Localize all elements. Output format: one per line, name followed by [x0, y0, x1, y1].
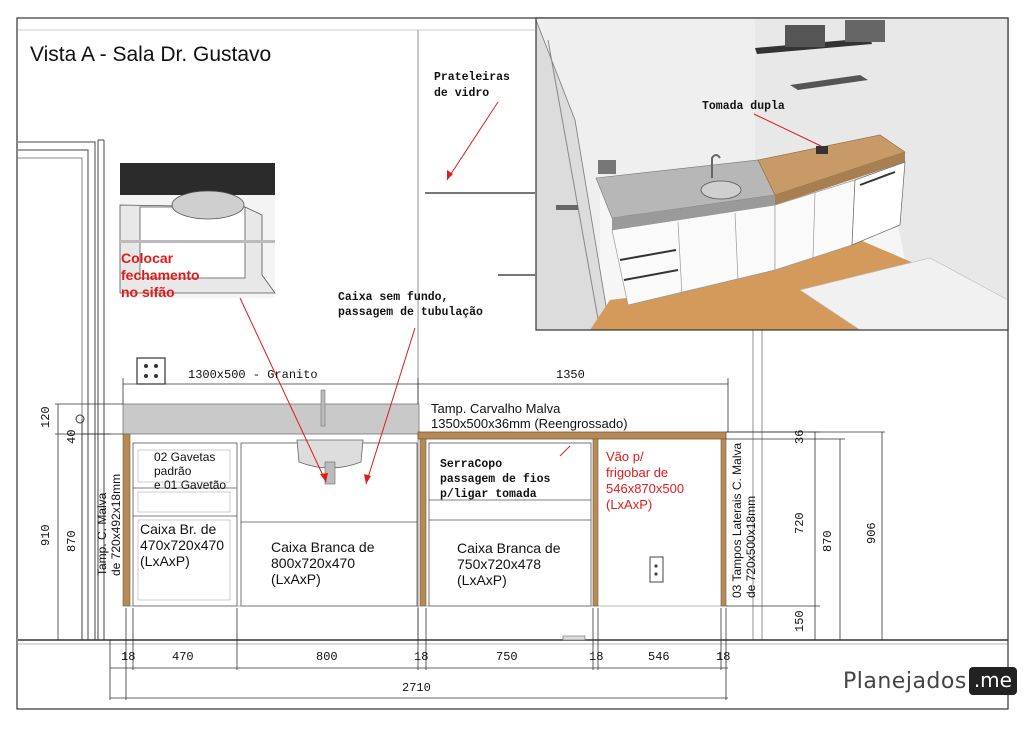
drawer-cabinet: [132, 442, 238, 607]
dim-bottom-470: 470: [172, 650, 194, 664]
dim-bottom-18-b: 18: [414, 650, 429, 664]
note-caixa-br-1: Caixa Br. de: [140, 521, 217, 537]
note-gavetas-3: e 01 Gavetão: [154, 478, 227, 492]
note-tamp-lateral-esq-2: de 720x492x18mm: [109, 473, 123, 576]
note-tampos-laterais-2: de 720x500x18mm: [744, 495, 758, 598]
note-caixa-750-3: (LxAxP): [457, 572, 507, 588]
note-caixa-750-1: Caixa Branca de: [457, 540, 561, 556]
note-caixa-sem-fundo-1: Caixa sem fundo,: [338, 291, 449, 304]
note-granito: 1300x500 - Granito: [188, 368, 318, 382]
logo-word: Planejados: [843, 668, 967, 694]
dim-bottom-800: 800: [316, 650, 338, 664]
note-gavetas-2: padrão: [154, 464, 192, 478]
note-serracopo-3: p/ligar tomada: [440, 488, 537, 501]
note-prateleiras-2: de vidro: [434, 87, 490, 100]
dim-left-910: 910: [39, 524, 53, 546]
dim-right-870: 870: [821, 530, 835, 552]
dim-left-120: 120: [39, 406, 53, 428]
note-tomada-dupla: Tomada dupla: [702, 100, 785, 113]
note-tampo-carvalho-2: 1350x500x36mm (Reengrossado): [431, 416, 628, 431]
note-colocar-2: fechamento: [121, 267, 200, 283]
dim-right-720: 720: [793, 512, 807, 534]
note-vao-1: Vão p/: [606, 449, 644, 464]
dim-bottom-18-a: 18: [121, 650, 136, 664]
door-frame: [18, 139, 105, 640]
dim-1350-top: 1350: [556, 368, 585, 382]
note-tampo-carvalho-1: Tamp. Carvalho Malva: [431, 401, 561, 416]
note-colocar-3: no sifão: [121, 284, 175, 300]
note-caixa-br-2: 470x720x470: [140, 537, 225, 553]
page-title: Vista A - Sala Dr. Gustavo: [30, 43, 272, 66]
cabinet-750: [428, 442, 592, 607]
logo-badge: .me: [968, 667, 1017, 695]
note-caixa-750-2: 750x720x478: [457, 556, 542, 572]
dim-left-40: 40: [65, 429, 79, 444]
render-3d-view: [535, 18, 1009, 331]
sink-cabinet: [240, 439, 418, 607]
note-caixa-br-3: (LxAxP): [140, 553, 190, 569]
note-gavetas-1: 02 Gavetas: [154, 450, 216, 464]
note-tampos-laterais-1: 03 Tampos Laterais C. Malva: [730, 442, 744, 598]
dim-bottom-18-c: 18: [589, 650, 604, 664]
note-prateleiras-1: Prateleiras: [434, 71, 510, 84]
dim-right-150: 150: [793, 610, 807, 632]
double-socket-icon: [136, 357, 166, 385]
dim-bottom-750: 750: [496, 650, 518, 664]
note-caixa-sem-fundo-2: passagem de tubulação: [338, 306, 483, 319]
oak-countertop: [417, 431, 727, 440]
dim-total-2710: 2710: [402, 681, 431, 695]
dim-right-36: 36: [793, 429, 807, 444]
note-vao-4: (LxAxP): [606, 497, 653, 512]
siphon-photo: [119, 163, 276, 298]
planejados-logo: Planejados .me: [843, 665, 1017, 697]
note-vao-2: frigobar de: [606, 465, 669, 480]
note-caixa-800-3: (LxAxP): [271, 571, 321, 587]
granite-countertop: [122, 403, 420, 435]
dim-right-906: 906: [865, 522, 879, 544]
note-vao-3: 546x870x500: [606, 481, 685, 496]
note-serracopo-1: SerraCopo: [440, 458, 503, 471]
note-serracopo-2: passagem de fios: [440, 473, 551, 486]
sheet-frame: [16, 17, 1009, 710]
note-tamp-lateral-esq-1: Tamp. C. Malva: [95, 492, 109, 576]
note-colocar-1: Colocar: [121, 250, 174, 266]
dim-bottom-18-d: 18: [716, 650, 731, 664]
note-caixa-800-2: 800x720x470: [271, 555, 356, 571]
wall-outlet-icon: [649, 556, 664, 583]
faucet-icon: [320, 389, 326, 427]
note-caixa-800-1: Caixa Branca de: [271, 539, 375, 555]
dim-bottom-546: 546: [648, 650, 670, 664]
dim-left-870: 870: [65, 530, 79, 552]
